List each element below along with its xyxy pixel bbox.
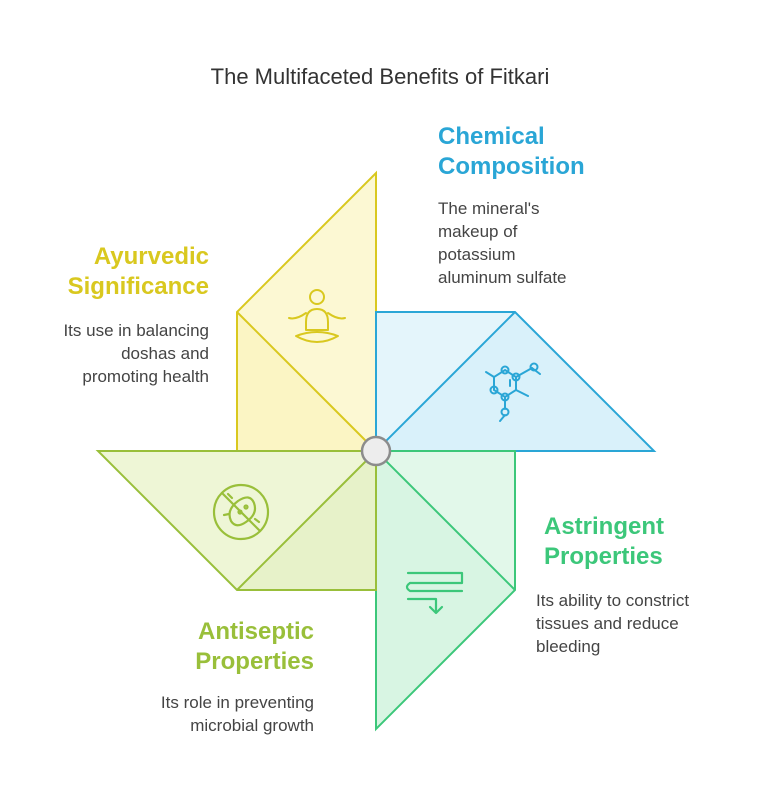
constrict-arrows-icon [405,571,464,615]
astringent-description: Its ability to constrict tissues and red… [536,591,690,656]
antiseptic-blade [95,450,377,591]
ayurvedic-description: Its use in balancing doshas and promotin… [63,321,209,386]
meditation-icon [288,289,346,343]
ayurvedic-heading: Ayurvedic Significance [67,243,209,300]
no-bacteria-icon [212,483,270,541]
chemical-description: The mineral's makeup of potassium alumin… [438,199,567,287]
chemical-heading: Chemical Composition [438,123,585,180]
astringent-heading: Astringent Properties [544,513,664,570]
molecule-icon [485,362,541,422]
page-title: The Multifaceted Benefits of Fitkari [210,64,550,89]
antiseptic-description: Its role in preventing microbial growth [160,693,314,735]
ayurvedic-blade [236,170,377,452]
center-pivot [360,435,392,467]
antiseptic-heading: Antiseptic Properties [195,618,314,675]
